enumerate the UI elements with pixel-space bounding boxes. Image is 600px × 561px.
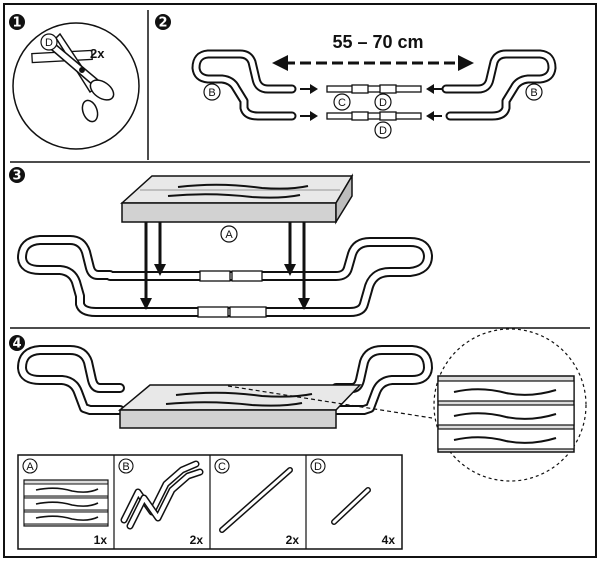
svg-text:4: 4 — [12, 337, 21, 352]
svg-text:3: 3 — [12, 169, 21, 184]
sheet-border — [3, 3, 597, 558]
svg-text:C: C — [218, 461, 226, 473]
step1-quantity: 2x — [90, 46, 105, 61]
finished-seat-board — [117, 384, 362, 429]
svg-text:1x: 1x — [94, 533, 108, 547]
step1-cut-illustration: D 2x — [12, 22, 140, 150]
svg-text:2x: 2x — [190, 533, 204, 547]
tag-d-bottom: D — [374, 121, 392, 139]
tag-d-top: D — [374, 93, 392, 111]
svg-text:D: D — [379, 97, 387, 109]
connector-pipes — [326, 84, 422, 121]
svg-text:D: D — [314, 461, 322, 473]
bracket-icon — [120, 460, 204, 530]
step-3-badge: 3 — [9, 167, 25, 184]
step2-adjust-illustration: 55 – 70 cm — [191, 32, 557, 139]
step-1-badge: 1 — [9, 14, 25, 31]
svg-text:A: A — [225, 229, 233, 241]
svg-text:2x: 2x — [286, 533, 300, 547]
insert-arrow-icons — [300, 84, 442, 121]
short-pipe-icon — [331, 487, 371, 525]
left-bracket — [191, 49, 297, 121]
part-a-cell: A 1x — [22, 458, 109, 547]
finished-frame — [17, 345, 433, 415]
part-d-cell: D 4x — [310, 458, 396, 547]
svg-text:D: D — [45, 37, 53, 49]
placement-arrow-icons — [140, 222, 310, 310]
svg-text:2: 2 — [158, 16, 167, 31]
detail-magnifier — [433, 328, 587, 482]
long-pipe-icon — [219, 467, 293, 533]
right-bracket — [441, 49, 557, 121]
step-4-badge: 4 — [9, 335, 25, 352]
part-d-tag: D — [40, 33, 58, 51]
svg-text:B: B — [208, 87, 215, 99]
svg-text:B: B — [122, 461, 129, 473]
seat-board-a — [120, 173, 354, 225]
svg-text:4x: 4x — [382, 533, 396, 547]
step4-finished-assembly — [17, 328, 587, 482]
width-range-label: 55 – 70 cm — [332, 32, 423, 52]
part-c-cell: C 2x — [214, 458, 300, 547]
step3-seat-placement: A — [17, 173, 433, 318]
svg-text:1: 1 — [12, 16, 21, 31]
tag-a-seat: A — [220, 225, 238, 243]
svg-text:C: C — [338, 97, 346, 109]
tag-c: C — [333, 93, 351, 111]
tag-b-right: B — [525, 83, 543, 101]
scissors-icon — [51, 32, 115, 123]
tag-b-left: B — [203, 83, 221, 101]
part-b-cell: B 2x — [118, 458, 204, 547]
step-2-badge: 2 — [155, 14, 171, 31]
width-arrow-icon — [272, 55, 474, 71]
frame-couplings — [197, 270, 267, 318]
svg-text:A: A — [26, 461, 34, 473]
assembled-frame — [17, 235, 433, 317]
svg-text:D: D — [379, 125, 387, 137]
parts-list: A 1x B 2x C — [17, 454, 403, 550]
svg-text:B: B — [530, 87, 537, 99]
